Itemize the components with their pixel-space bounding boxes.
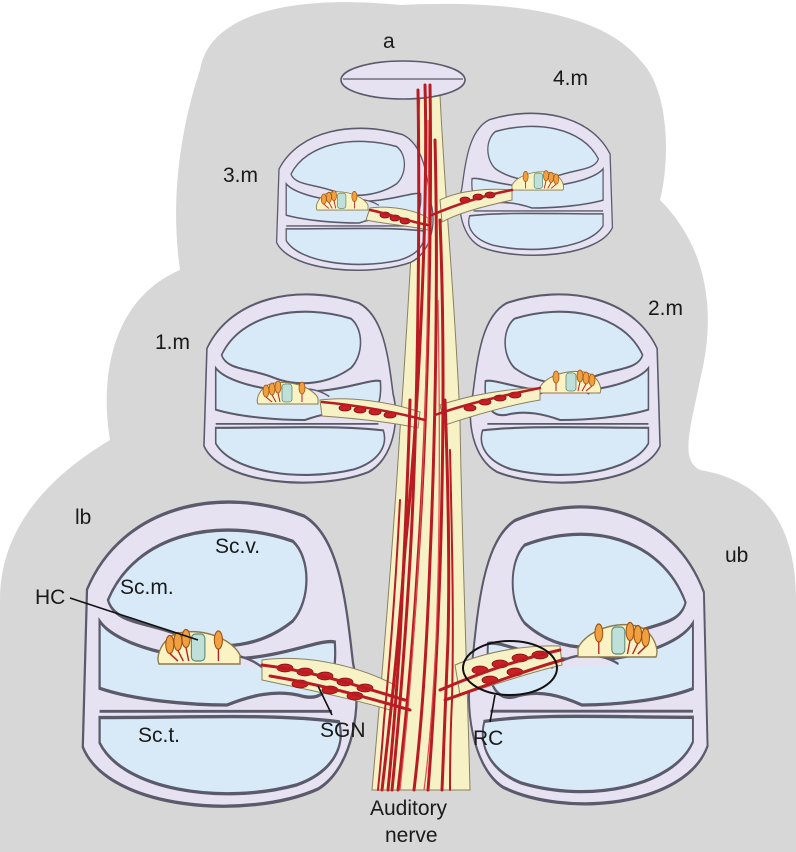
label-lower-basal: lb [75,506,91,529]
label-upper-basal: ub [725,544,748,567]
label-spiral-ganglion: SGN [320,719,366,742]
label-turn-4m: 4.m [553,67,588,90]
label-hair-cells: HC [35,586,65,609]
label-apex: a [383,30,395,53]
label-scala-media: Sc.m. [120,576,174,599]
label-scala-tympani: Sc.t. [138,724,180,747]
apex-region [341,61,465,99]
label-rosenthal-canal: RC [473,727,503,750]
label-turn-1m: 1.m [155,331,190,354]
label-turn-2m: 2.m [648,297,683,320]
label-turn-3m: 3.m [223,164,258,187]
label-scala-vestibuli: Sc.v. [215,535,260,558]
label-nerve-line1: Auditory [370,797,448,820]
label-nerve-line2: nerve [385,824,438,847]
